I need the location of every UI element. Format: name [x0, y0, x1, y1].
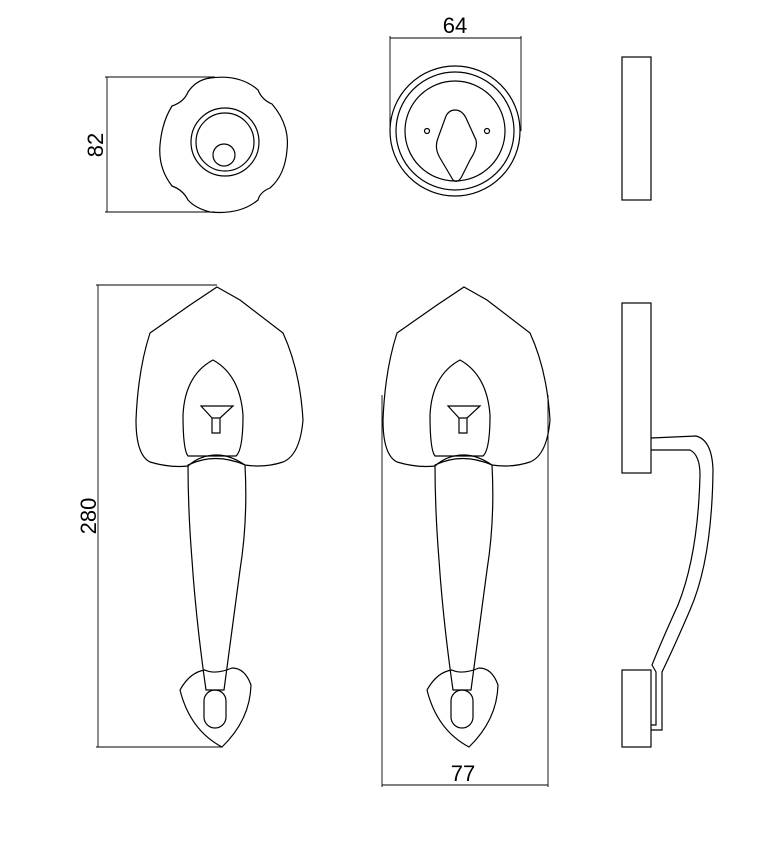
- dimension-label-280: 280: [76, 498, 101, 535]
- dimension-280: 280: [76, 284, 222, 748]
- dimension-64: 64: [389, 13, 522, 131]
- handleset-side-view: [621, 302, 714, 748]
- deadbolt-exterior-view: [389, 65, 521, 197]
- handleset-exterior-view: [382, 286, 551, 748]
- deadbolt-side-view: [621, 56, 652, 201]
- handleset-interior-view: [135, 286, 304, 748]
- dimension-77: 77: [381, 395, 549, 787]
- dimension-label-82: 82: [83, 133, 108, 157]
- dimension-82: 82: [83, 76, 215, 213]
- deadbolt-interior-view: [159, 76, 289, 214]
- dimension-label-77: 77: [451, 761, 475, 786]
- dimension-label-64: 64: [443, 13, 467, 38]
